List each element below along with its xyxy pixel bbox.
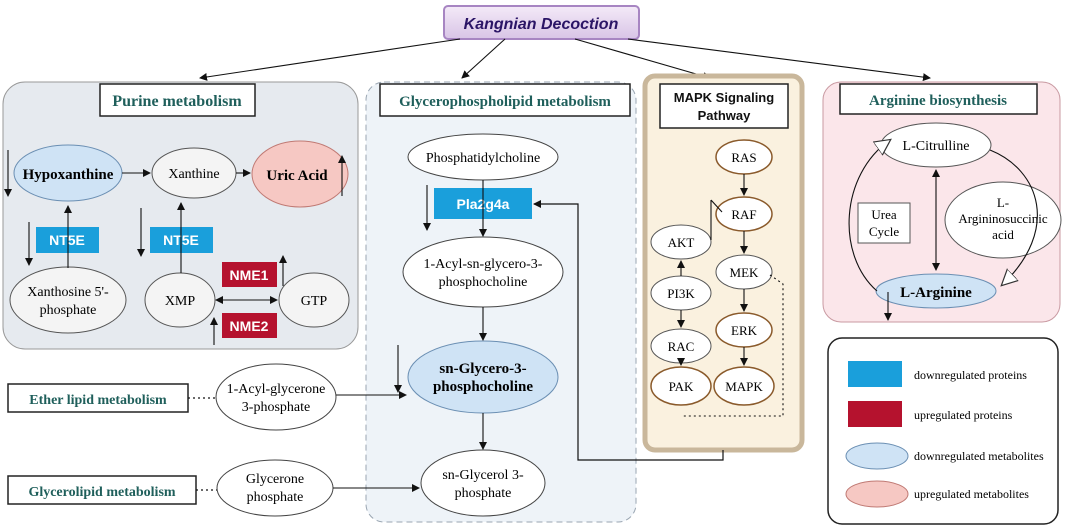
erk-node: ERK <box>731 323 758 338</box>
sn-gpc-node-line1: sn-Glycero-3- <box>439 361 526 377</box>
legend-label-protein-up: upregulated proteins <box>914 408 1013 422</box>
legend-swatch-metabolite-down <box>845 442 909 470</box>
akt-node: AKT <box>668 235 695 250</box>
sn-gpc-node-line2: phosphocholine <box>433 379 533 395</box>
mapk-panel: MAPK Signaling Pathway RAS RAF AKT MEK P… <box>642 73 805 453</box>
ether-lipid-row: Ether lipid metabolism 1-Acyl-glycerone … <box>7 363 407 431</box>
arginine-arrows <box>848 140 1038 321</box>
glycerophospholipid-panel: Glycerophospholipid metabolism Phosphati… <box>365 81 637 523</box>
hypoxanthine-node: Hypoxanthine <box>23 167 114 183</box>
acyl-gpc-node-line1: 1-Acyl-sn-glycero-3- <box>424 257 543 272</box>
acyl-glycerone-line2: 3-phosphate <box>242 400 310 415</box>
phosphatidylcholine-node: Phosphatidylcholine <box>426 151 540 166</box>
mapk-title-line2: Pathway <box>698 108 752 123</box>
xanthine-node: Xanthine <box>168 167 219 182</box>
purine-panel: Purine metabolism Hypoxanthine Xanthine … <box>2 81 359 350</box>
glycero-arrows <box>394 180 487 450</box>
arginine-node: L-Arginine <box>900 285 972 301</box>
acyl-glycerone-line1: 1-Acyl-glycerone <box>227 382 326 397</box>
legend: downregulated proteins upregulated prote… <box>827 337 1059 525</box>
pi3k-node: PI3K <box>667 286 695 301</box>
legend-label-protein-down: downregulated proteins <box>914 368 1027 382</box>
arginine-panel-title: Arginine biosynthesis <box>869 93 1007 109</box>
glycerone-phosphate-line2: phosphate <box>247 490 304 505</box>
legend-label-metabolite-down: downregulated metabolites <box>914 449 1044 463</box>
rac-node: RAC <box>668 339 695 354</box>
ether-lipid-title: Ether lipid metabolism <box>29 393 167 408</box>
sn-g3p-node-line1: sn-Glycerol 3- <box>442 468 524 483</box>
mapk-nodes <box>650 139 775 406</box>
sn-g3p-node-line2: phosphate <box>455 486 512 501</box>
mek-node: MEK <box>730 265 760 280</box>
citrulline-node: L-Citrulline <box>903 139 970 154</box>
acyl-gpc-node-line2: phosphocholine <box>439 275 528 290</box>
argininosuccinic-line2: Argininosuccinic <box>958 211 1048 226</box>
argininosuccinic-line1: L- <box>997 195 1009 210</box>
gtp-node: GTP <box>301 294 328 309</box>
mapk-node: MAPK <box>725 379 763 394</box>
uric-acid-node: Uric Acid <box>266 168 328 184</box>
legend-label-metabolite-up: upregulated metabolites <box>914 487 1029 501</box>
raf-node: RAF <box>731 207 756 222</box>
xmp-node: XMP <box>165 294 196 309</box>
title-connectors <box>199 38 931 82</box>
diagram-title: Kangnian Decoction <box>464 16 619 33</box>
legend-swatch-metabolite-up <box>845 480 909 508</box>
nt5e-left-label: NT5E <box>49 232 85 248</box>
mapk-to-pla2g4a-connector <box>533 200 724 461</box>
title-box: Kangnian Decoction <box>443 5 640 40</box>
nme1-label: NME1 <box>230 267 269 283</box>
purine-panel-title: Purine metabolism <box>112 93 242 110</box>
mapk-title-line1: MAPK Signaling <box>674 90 774 105</box>
argininosuccinic-line3: acid <box>992 227 1014 242</box>
glycerolipid-title: Glycerolipid metabolism <box>28 485 175 500</box>
glycerone-phosphate-line1: Glycerone <box>246 472 304 487</box>
mapk-arrows <box>677 174 784 417</box>
xanthosine-node-line1: Xanthosine 5'- <box>27 285 109 300</box>
glycero-panel-title: Glycerophospholipid metabolism <box>399 94 611 110</box>
urea-cycle-line1: Urea <box>871 207 896 222</box>
legend-swatch-protein-down <box>848 361 902 387</box>
pak-node: PAK <box>669 379 694 394</box>
xanthosine-node-line2: phosphate <box>40 303 97 318</box>
nme2-label: NME2 <box>230 318 269 334</box>
ras-node: RAS <box>731 150 756 165</box>
urea-cycle-line2: Cycle <box>869 224 900 239</box>
arginine-panel: Arginine biosynthesis L-Citrulline Urea … <box>822 81 1062 323</box>
glycerolipid-row: Glycerolipid metabolism Glycerone phosph… <box>7 459 420 517</box>
purine-arrows <box>4 150 346 345</box>
legend-swatch-protein-up <box>848 401 902 427</box>
